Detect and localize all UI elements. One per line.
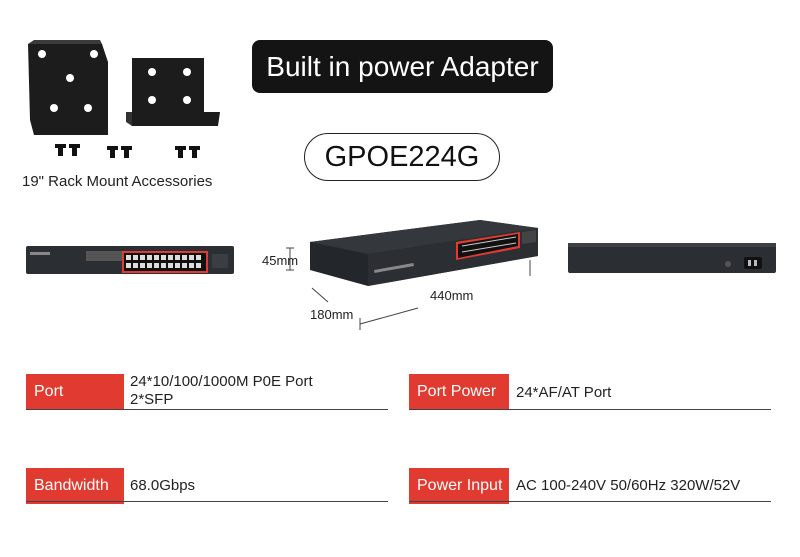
banner-text: Built in power Adapter [266,50,539,82]
spec-label-bandwidth: Bandwidth [26,468,124,504]
spec-divider [409,409,771,410]
spec-divider [26,501,388,502]
dimension-width: 440mm [430,288,474,303]
spec-label-port: Port [26,374,124,410]
spec-value-port-line1: 24*10/100/1000M P0E Port [130,373,313,390]
dimension-height: 45mm [262,253,299,268]
model-badge: GPOE224G [304,133,500,181]
model-name: GPOE224G [324,140,480,173]
spec-value-port-line2: 2*SFP [130,391,174,408]
spec-divider [26,409,388,410]
spec-value-port: 24*10/100/1000M P0E Port 2*SFP [130,373,313,409]
spec-label-power-input: Power Input [409,468,509,504]
switch-rear-view [568,243,776,273]
accessories-caption: 19" Rack Mount Accessories [22,173,213,190]
feature-banner: Built in power Adapter [252,40,553,93]
rack-bracket-image [28,40,220,158]
dimension-lines [286,247,531,330]
spec-value-bandwidth: 68.0Gbps [130,477,196,494]
spec-value-port-power: 24*AF/AT Port [516,384,612,401]
spec-divider [409,501,771,502]
switch-perspective-view [310,220,538,286]
switch-front-view [26,246,234,274]
spec-value-power-input: AC 100-240V 50/60Hz 320W/52V [516,477,741,494]
dimension-depth: 180mm [310,307,354,322]
spec-label-port-power: Port Power [409,374,509,410]
